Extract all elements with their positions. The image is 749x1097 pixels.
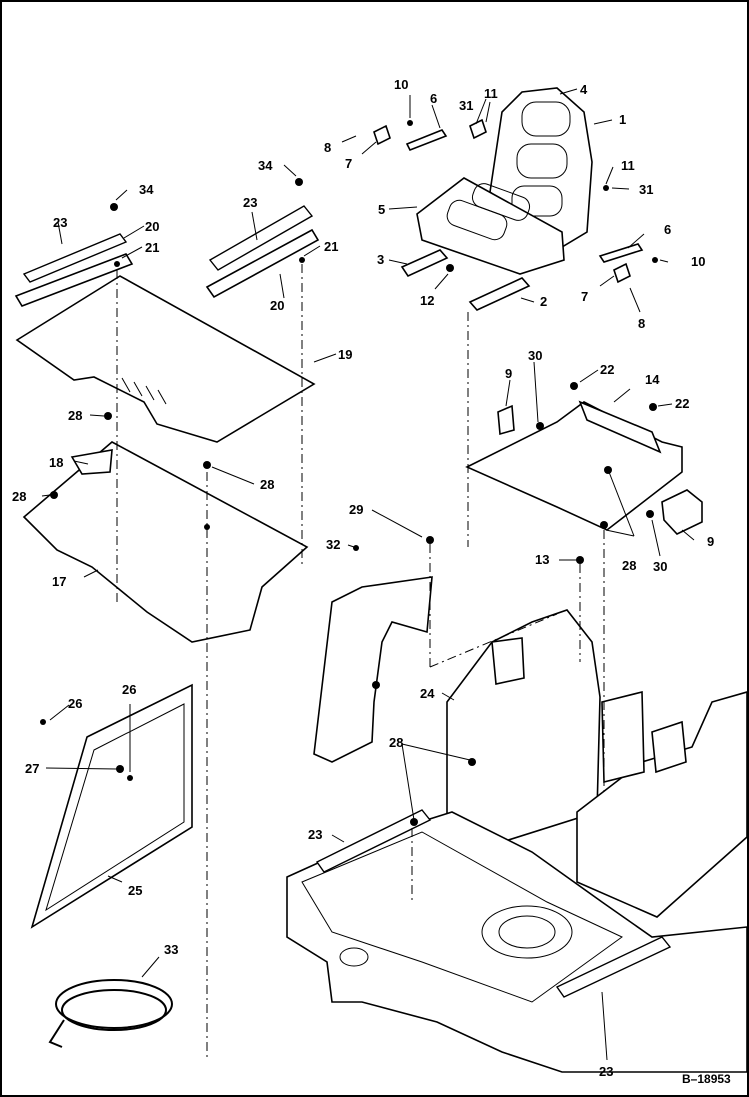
callout-7-right: 7 (581, 289, 588, 304)
step-pad-center (208, 205, 314, 271)
callout-22-top: 22 (600, 362, 614, 377)
frame-pad-left (315, 809, 432, 873)
boom-pivot (339, 947, 369, 967)
joystick-right (651, 720, 687, 774)
callout-12-seat: 12 (420, 293, 434, 308)
callout-26-right: 26 (122, 682, 136, 697)
seat-rail-right (468, 277, 531, 311)
floor-mat (15, 275, 316, 443)
seal-strip (48, 979, 173, 1048)
callout-3: 3 (377, 252, 384, 267)
callout-23-frame: 23 (308, 827, 322, 842)
callout-6-right: 6 (664, 222, 671, 237)
callout-4: 4 (580, 82, 588, 97)
callout-19: 19 (338, 347, 352, 362)
callout-28-plate: 28 (260, 477, 274, 492)
callout-28-left: 28 (12, 489, 26, 504)
frame-deck (301, 831, 623, 1003)
callout-30-top: 30 (528, 348, 542, 363)
control-console-left (446, 609, 601, 843)
callout-2: 2 (540, 294, 547, 309)
callout-11-right: 11 (621, 158, 635, 173)
callout-10-left: 10 (394, 77, 408, 92)
seat-cushion-pleats (446, 183, 531, 241)
callout-5: 5 (378, 202, 385, 217)
callout-13: 13 (535, 552, 549, 567)
mount-flange (578, 400, 662, 454)
callout-17: 17 (52, 574, 66, 589)
frame-pad-right (555, 936, 672, 998)
callout-31-right: 31 (639, 182, 653, 197)
floor-mat-slots (121, 377, 167, 405)
hinge-bracket-right (613, 262, 631, 284)
step-bar-left (14, 253, 134, 307)
callout-23-center: 23 (243, 195, 257, 210)
bracket-plate (70, 449, 113, 475)
callout-31-top: 31 (459, 98, 473, 113)
callout-14: 14 (645, 372, 660, 387)
assembly-centerlines (116, 264, 605, 1057)
step-bar-center (205, 228, 320, 299)
callout-10-right: 10 (691, 254, 705, 269)
callout-23-bottom: 23 (599, 1064, 613, 1079)
callout-20-center: 20 (270, 298, 284, 313)
callout-25: 25 (128, 883, 142, 898)
armrest-link-right (598, 243, 644, 263)
joystick-left (491, 637, 525, 685)
harness-connector (661, 489, 703, 535)
seat-rail-left (400, 249, 449, 278)
fastener-set (40, 120, 658, 826)
callout-leaders (41, 88, 695, 1061)
bracket-right (601, 690, 645, 784)
callout-23-left: 23 (53, 215, 67, 230)
callout-27: 27 (25, 761, 39, 776)
callout-9-bottom: 9 (707, 534, 714, 549)
swivel-opening (481, 905, 573, 959)
callout-28-mat: 28 (68, 408, 82, 423)
callout-8-right: 8 (638, 316, 645, 331)
figure-reference: B–18953 (682, 1072, 731, 1086)
callout-24: 24 (420, 686, 435, 701)
armrest-link-left (405, 129, 448, 152)
callout-34-left: 34 (139, 182, 154, 197)
swivel-opening-inner (498, 915, 556, 949)
callout-29: 29 (349, 502, 363, 517)
lever-bracket-9 (497, 404, 515, 436)
callout-28-console: 28 (389, 735, 403, 750)
callout-26-left: 26 (68, 696, 82, 711)
step-pad-left (22, 233, 128, 283)
callout-1: 1 (619, 112, 626, 127)
callout-6-left: 6 (430, 91, 437, 106)
upper-frame-chassis (286, 811, 747, 1073)
seat-back-cushions (511, 101, 571, 217)
callout-30-bottom: 30 (653, 559, 667, 574)
callout-numbers: 1 2 3 4 5 6 6 7 7 8 8 9 9 10 10 11 11 12… (12, 77, 714, 1079)
callout-18: 18 (49, 455, 63, 470)
clip-31-top (469, 118, 487, 140)
callout-9-top: 9 (505, 366, 512, 381)
callout-32: 32 (326, 537, 340, 552)
side-window-panel (30, 683, 193, 929)
callout-21-center: 21 (324, 239, 338, 254)
hinge-bracket-left (373, 124, 391, 146)
callout-28-mount: 28 (622, 558, 636, 573)
callout-11-top: 11 (484, 86, 498, 101)
floor-plate (22, 441, 309, 643)
console-frame (313, 576, 433, 763)
callout-22-right: 22 (675, 396, 689, 411)
callout-8-left: 8 (324, 140, 331, 155)
callout-21-left: 21 (145, 240, 159, 255)
side-window-glass (45, 703, 185, 912)
callout-7-left: 7 (345, 156, 352, 171)
callout-20-left: 20 (145, 219, 159, 234)
callout-33: 33 (164, 942, 178, 957)
callout-34-center: 34 (258, 158, 273, 173)
